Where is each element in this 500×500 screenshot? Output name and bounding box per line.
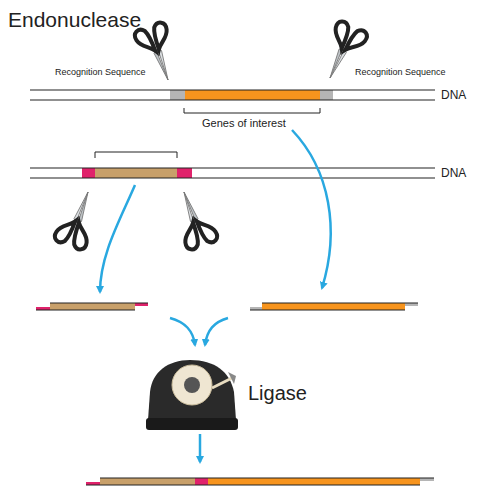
title-label: Endonuclease [8, 8, 141, 31]
site-label: Recognition Sequence [355, 68, 446, 78]
site-label: Recognition Sequence [55, 68, 146, 78]
gene-label: Genes of interest [202, 117, 286, 129]
enzyme-label: Ligase [248, 382, 307, 404]
dna-label: DNA [441, 89, 466, 102]
dna-label: DNA [441, 167, 466, 180]
